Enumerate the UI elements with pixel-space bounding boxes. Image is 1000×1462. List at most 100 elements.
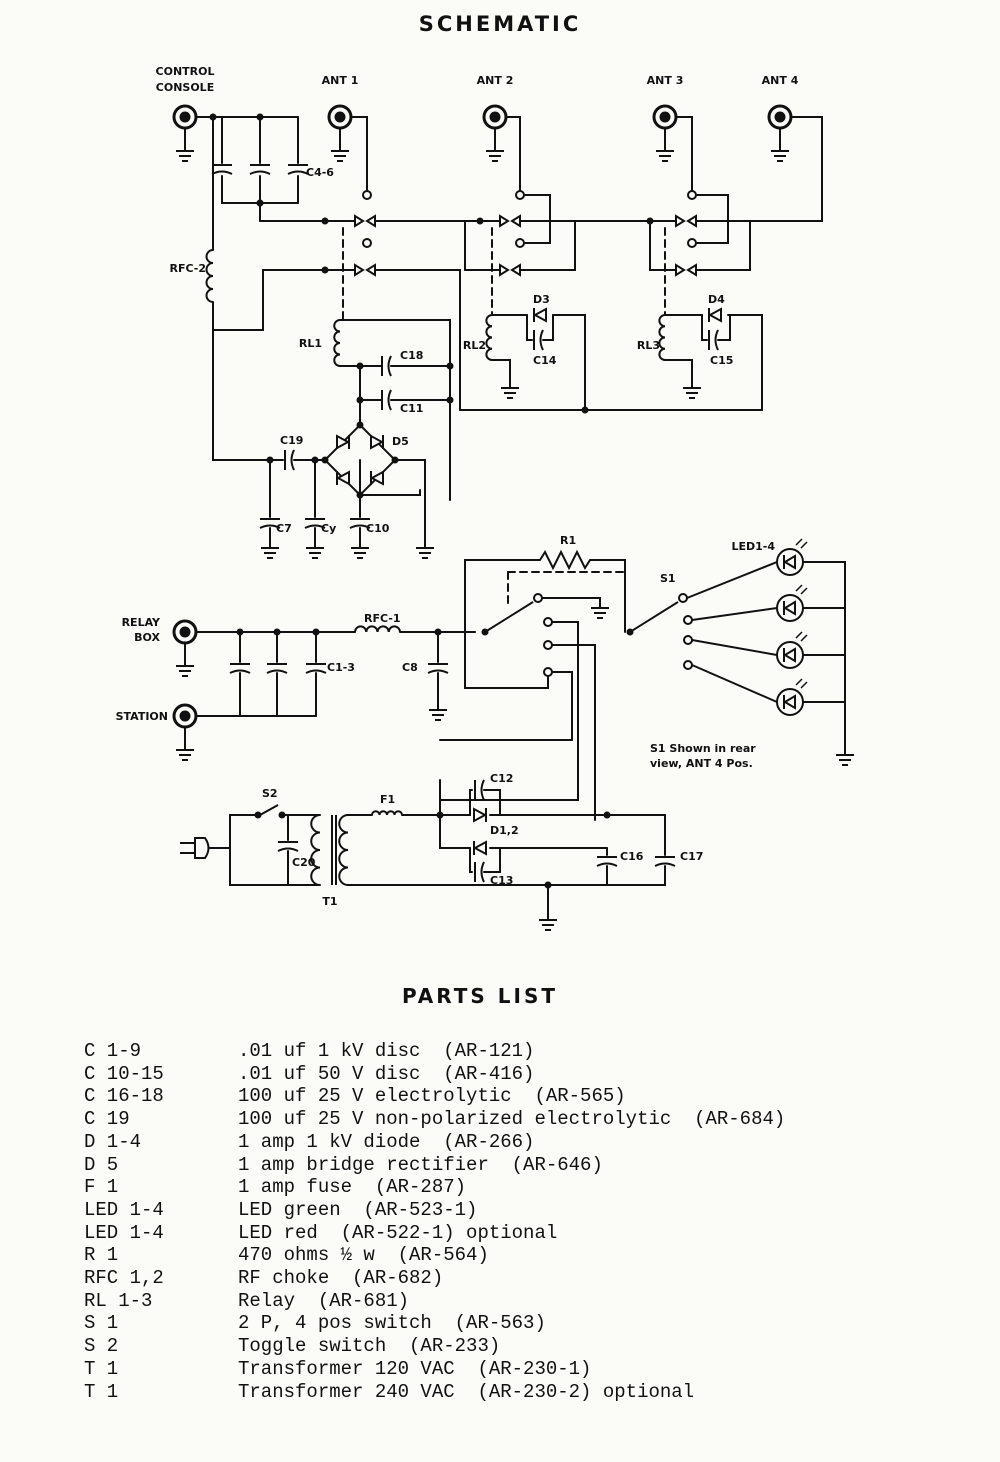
schematic-title: SCHEMATIC (418, 12, 582, 36)
rf-choke (354, 625, 401, 633)
wire (209, 814, 258, 849)
capacitor (249, 164, 271, 175)
part-description: RF choke (AR-682) (238, 1267, 444, 1290)
ground-symbol (836, 745, 854, 766)
junction-dot (356, 396, 364, 404)
diode (335, 470, 350, 486)
capacitor (305, 663, 327, 674)
diode (472, 840, 487, 856)
switch-terminal (687, 190, 697, 200)
ground-symbol (539, 910, 557, 931)
wire (212, 301, 276, 461)
capacitor (533, 329, 544, 351)
schematic-label: BOX (134, 631, 160, 644)
wire (401, 779, 441, 816)
junction-dot (476, 217, 484, 225)
schematic-label: C16 (620, 850, 644, 863)
schematic-label: C10 (366, 522, 390, 535)
ground-symbol (501, 378, 519, 399)
junction-dot (311, 456, 319, 464)
switch-terminal (543, 617, 553, 627)
switch-terminal (687, 238, 697, 248)
part-description: 100 uf 25 V electrolytic (AR-565) (238, 1085, 626, 1108)
schematic-label: D5 (392, 435, 409, 448)
wire (552, 314, 586, 411)
ground-symbol (176, 740, 194, 761)
junction-dot (391, 456, 399, 464)
part-ref: T 1 (84, 1357, 119, 1380)
led-icon (776, 538, 808, 576)
wire (675, 116, 693, 191)
junction-dot (446, 396, 454, 404)
switch-terminal (362, 238, 372, 248)
schematic-label: S1 (660, 572, 676, 585)
schematic-label: RL3 (637, 339, 660, 352)
part-description: 100 uf 25 V non-polarized electrolytic (… (238, 1108, 786, 1131)
switch-terminal (683, 635, 693, 645)
wire (701, 314, 708, 341)
capacitor (277, 841, 299, 852)
junction-dot (356, 362, 364, 370)
schematic-label: C11 (400, 402, 423, 415)
wire (547, 865, 666, 886)
wire (347, 884, 549, 911)
relay-contact (499, 263, 521, 277)
part-description: 1 amp bridge rectifier (AR-646) (238, 1153, 603, 1176)
wire (505, 116, 521, 191)
part-ref: RL 1-3 (84, 1289, 153, 1312)
relay-coil (658, 314, 666, 361)
schematic-label: CONSOLE (156, 81, 214, 94)
rf-choke (205, 249, 214, 303)
ground-symbol (683, 378, 701, 399)
part-ref: F 1 (84, 1176, 119, 1199)
schematic-label: RL2 (463, 339, 486, 352)
coax-connector (172, 619, 198, 656)
schematic-label: C1-3 (327, 661, 355, 674)
wire (464, 631, 549, 689)
parts-list-row: C 1-9 .01 uf 1 kV disc (AR-121) (84, 1040, 785, 1063)
led-icon (776, 678, 808, 716)
part-description: .01 uf 1 kV disc (AR-121) (238, 1040, 535, 1062)
wire (394, 459, 426, 501)
switch-terminal (683, 660, 693, 670)
parts-list: C 1-9.01 uf 1 kV disc (AR-121)C 10-15.01… (84, 1040, 785, 1403)
switch-terminal (533, 593, 543, 603)
switch-terminal (362, 190, 372, 200)
schematic-label: RL1 (299, 337, 322, 350)
schematic-label: T1 (322, 895, 337, 908)
capacitor (287, 164, 309, 175)
schematic-label: S2 (262, 787, 278, 800)
schematic-label: C19 (280, 434, 303, 447)
schematic-label: ANT 2 (477, 74, 514, 87)
wire (551, 644, 596, 821)
schematic-label: C17 (680, 850, 703, 863)
part-ref: C 1-9 (84, 1040, 142, 1062)
part-description: 1 amp fuse (AR-287) (238, 1176, 467, 1199)
relay-coil (485, 314, 493, 361)
part-description: 2 P, 4 pos switch (AR-563) (238, 1312, 546, 1335)
ground-symbol (591, 598, 609, 619)
diode (369, 470, 384, 486)
relay-contact (675, 263, 697, 277)
switch-arm (484, 601, 534, 633)
capacitor (427, 663, 449, 674)
wire (212, 269, 356, 331)
schematic-label: RFC-2 (169, 262, 206, 275)
schematic-label: STATION (116, 710, 168, 723)
rf-choke (371, 810, 403, 816)
junction-dot (434, 628, 442, 636)
junction-dot (603, 811, 611, 819)
junction-dot (356, 491, 364, 499)
schematic-label: C15 (710, 354, 733, 367)
ground-symbol (306, 538, 324, 559)
part-description: 1 amp 1 kV diode (AR-266) (238, 1130, 535, 1153)
junction-dot (436, 811, 444, 819)
relay-coil (333, 319, 341, 367)
diode (336, 434, 351, 450)
wire (469, 789, 473, 816)
schematic-label: C12 (490, 772, 513, 785)
relay-contact (499, 214, 521, 228)
